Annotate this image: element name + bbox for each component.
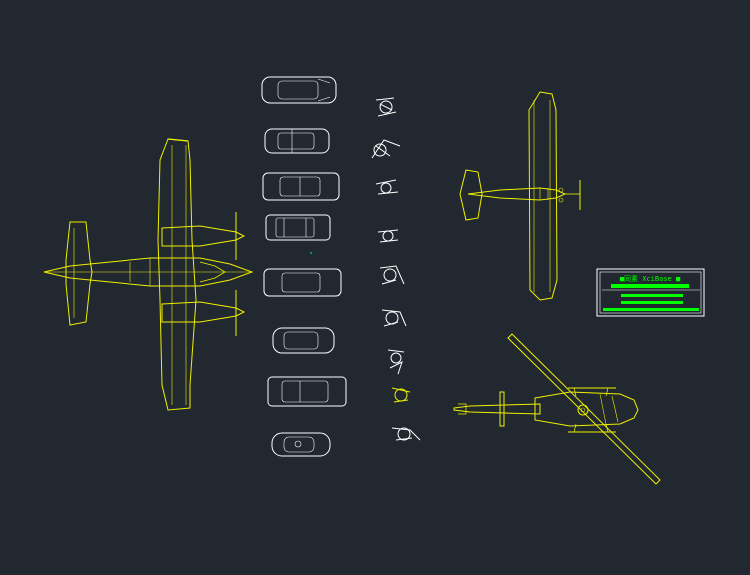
title-bar-4 [603,308,699,311]
car [265,214,331,241]
car [271,432,331,457]
title-block-inner-frame [599,271,702,314]
helicopter [453,333,661,485]
twin-engine-plane [43,138,254,411]
person [377,229,399,243]
people-column [371,97,421,441]
title-block: ■同素 XciBase ■ [596,268,705,317]
car [272,327,335,354]
car [267,376,347,407]
car [261,76,337,104]
marker-dot [310,252,312,254]
title-block-heading: ■同素 XciBase ■ [620,274,681,283]
car [264,128,330,154]
person [371,139,401,159]
title-bar-3 [621,301,683,304]
person [391,427,421,441]
person [379,265,405,285]
person [391,387,411,403]
title-block-outer-frame [596,268,705,317]
title-bar-2 [621,294,683,297]
person [375,179,399,195]
title-bar-1 [611,284,689,288]
car [263,268,342,297]
person [381,309,407,327]
high-wing-plane [459,91,581,301]
car-column [261,76,347,457]
car [262,172,340,201]
person [375,97,397,117]
person [387,349,405,375]
